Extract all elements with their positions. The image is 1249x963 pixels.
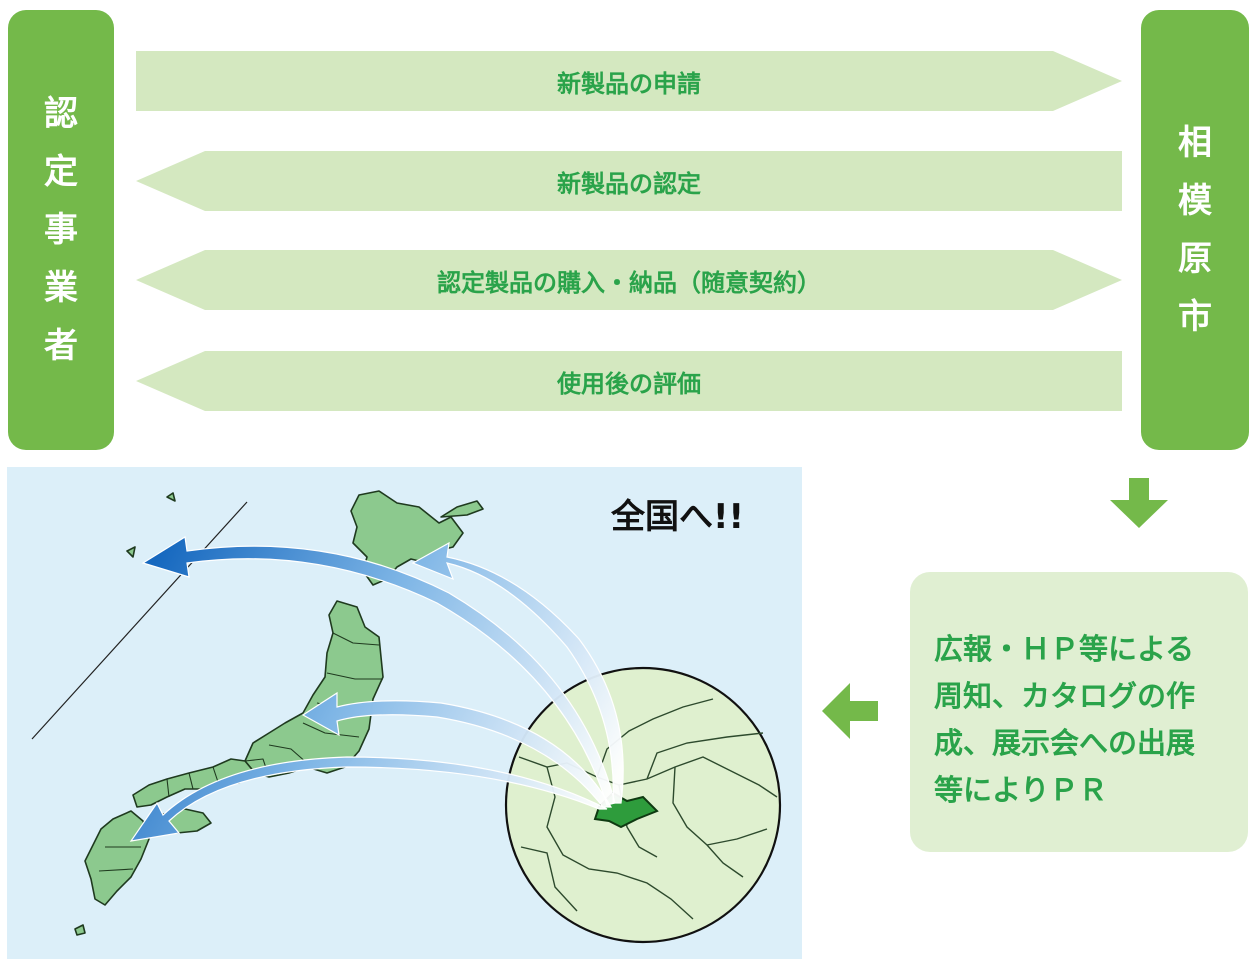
pr-line: 成、展示会への出展 [934,726,1196,760]
sagamihara-city-char: 原 [1178,239,1212,279]
flow-label: 認定製品の購入・納品（随意契約） [437,268,821,297]
certified-business-char: 定 [44,152,78,192]
flow-arrow-evaluation: 使用後の評価 [136,351,1122,411]
sagamihara-city-char: 相 [1178,123,1212,163]
sagamihara-city-box: 相 模 原 市 [1141,10,1249,450]
flow-label: 使用後の評価 [557,369,701,398]
pr-box: 広報・ＨＰ等による 周知、カタログの作 成、展示会への出展 等によりＰＲ [910,572,1248,852]
pr-line: 周知、カタログの作 [934,679,1196,713]
certified-business-char: 事 [44,210,78,250]
map-panel: 全国へ!! [7,467,802,959]
sagamihara-city-char: 模 [1178,181,1212,221]
certified-business-char: 者 [44,326,78,366]
pr-line: 等によりＰＲ [934,773,1108,807]
map-illustration [31,490,782,944]
curved-arrow-icon [129,536,624,842]
sagamihara-city-char: 市 [1178,297,1212,337]
left-arrow-icon [822,683,878,739]
certified-business-char: 認 [44,94,78,134]
flow-arrow-certification: 新製品の認定 [136,151,1122,211]
flow-label: 新製品の認定 [557,169,701,198]
flow-arrow-application: 新製品の申請 [136,51,1122,111]
certified-business-box: 認 定 事 業 者 [8,10,114,450]
certified-business-char: 業 [44,268,78,308]
nationwide-caption: 全国へ!! [611,497,745,537]
flow-arrow-purchase-delivery: 認定製品の購入・納品（随意契約） [136,250,1122,310]
flow-label: 新製品の申請 [557,69,701,98]
pr-line: 広報・ＨＰ等による [934,632,1195,666]
down-arrow-icon [1110,478,1168,528]
boundary-line [31,501,248,740]
globe-icon [504,666,782,944]
